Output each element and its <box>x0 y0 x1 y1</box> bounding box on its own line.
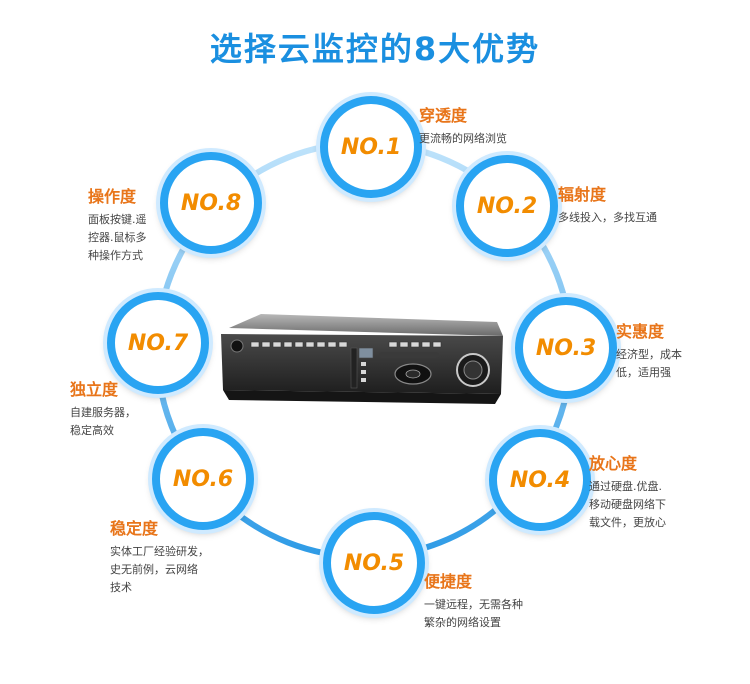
label-desc-line: 稳定高效 <box>70 424 114 437</box>
node-number: NO.6 <box>172 466 234 492</box>
label-heading: 独立度 <box>70 380 119 399</box>
label-no7: 独立度 自建服务器， 稳定高效 <box>70 376 136 440</box>
node-no2: NO.2 <box>456 155 558 257</box>
label-no1: 穿透度 更流畅的网络浏览 <box>419 102 507 148</box>
label-desc-line: 自建服务器， <box>70 406 136 419</box>
node-no1: NO.1 <box>320 96 422 198</box>
node-number: NO.2 <box>476 193 538 219</box>
label-desc-line: 多线投入，多找互通 <box>558 211 657 224</box>
label-no3: 实惠度 经济型，成本 低，适用强 <box>616 318 682 382</box>
label-desc-line: 史无前例，云网络 <box>110 563 198 576</box>
node-no6: NO.6 <box>152 428 254 530</box>
label-desc-line: 种操作方式 <box>88 249 143 262</box>
label-heading: 穿透度 <box>419 106 468 125</box>
label-desc-line: 面板按键.遥 <box>88 213 147 226</box>
label-desc-line: 载文件，更放心 <box>589 516 666 529</box>
label-no6: 稳定度 实体工厂经验研发， 史无前例，云网络 技术 <box>110 515 209 597</box>
page-title: 选择云监控的8大优势 <box>209 30 541 68</box>
label-desc-line: 更流畅的网络浏览 <box>419 132 507 145</box>
node-number: NO.4 <box>509 467 571 493</box>
label-desc-line: 通过硬盘.优盘. <box>589 480 662 493</box>
label-heading: 稳定度 <box>110 519 159 538</box>
node-no3: NO.3 <box>515 297 617 399</box>
label-desc-line: 一键远程，无需各种 <box>424 598 523 611</box>
node-number: NO.8 <box>180 190 242 216</box>
node-no4: NO.4 <box>489 429 591 531</box>
node-no8: NO.8 <box>160 152 262 254</box>
label-heading: 操作度 <box>88 187 137 206</box>
label-heading: 实惠度 <box>616 322 665 341</box>
node-number: NO.1 <box>340 134 402 160</box>
label-no4: 放心度 通过硬盘.优盘. 移动硬盘网络下 载文件，更放心 <box>589 450 666 532</box>
label-desc-line: 移动硬盘网络下 <box>589 498 666 511</box>
label-desc-line: 繁杂的网络设置 <box>424 616 501 629</box>
node-number: NO.3 <box>535 335 597 361</box>
dvr-device-image <box>221 314 503 404</box>
node-number: NO.7 <box>127 330 189 356</box>
label-desc-line: 实体工厂经验研发， <box>110 545 209 558</box>
label-heading: 放心度 <box>589 454 638 473</box>
label-no2: 辐射度 多线投入，多找互通 <box>558 181 657 227</box>
node-no5: NO.5 <box>323 512 425 614</box>
label-heading: 便捷度 <box>424 572 473 591</box>
label-heading: 辐射度 <box>558 185 607 204</box>
label-desc-line: 技术 <box>110 581 132 594</box>
label-desc-line: 经济型，成本 <box>616 348 682 361</box>
label-desc-line: 低，适用强 <box>616 366 671 379</box>
label-no8: 操作度 面板按键.遥 控器.鼠标多 种操作方式 <box>88 183 147 265</box>
label-no5: 便捷度 一键远程，无需各种 繁杂的网络设置 <box>424 568 523 632</box>
node-number: NO.5 <box>343 550 405 576</box>
label-desc-line: 控器.鼠标多 <box>88 231 147 244</box>
node-no7: NO.7 <box>107 292 209 394</box>
